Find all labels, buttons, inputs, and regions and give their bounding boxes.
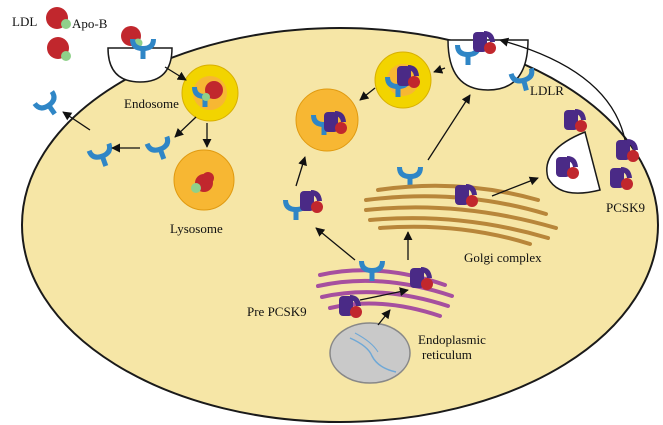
endosome-right (374, 51, 432, 109)
label-reticulum: reticulum (422, 347, 472, 362)
lysosome-right (295, 88, 359, 152)
label-endoplasmic: Endoplasmic (418, 332, 486, 347)
pathway-arrows (62, 37, 626, 326)
cell-body (21, 27, 659, 423)
label-ldl: LDL (12, 14, 37, 29)
label-pre-pcsk9: Pre PCSK9 (247, 304, 307, 319)
label-ldlr: LDLR (530, 83, 564, 98)
coated-pit-left (107, 47, 173, 83)
ldl-particle (46, 7, 71, 29)
label-pcsk9: PCSK9 (606, 200, 645, 215)
label-golgi-complex: Golgi complex (464, 250, 542, 265)
ldl-particle (47, 37, 71, 61)
ldl-receptor-icon (32, 90, 66, 122)
lysosome (173, 149, 235, 211)
label-endosome: Endosome (124, 96, 179, 111)
ldl-receptor-complex (121, 26, 156, 59)
label-lysosome: Lysosome (170, 221, 223, 236)
endosome-left (181, 64, 239, 122)
label-apo-b: Apo-B (72, 16, 108, 31)
nucleus (329, 322, 411, 384)
